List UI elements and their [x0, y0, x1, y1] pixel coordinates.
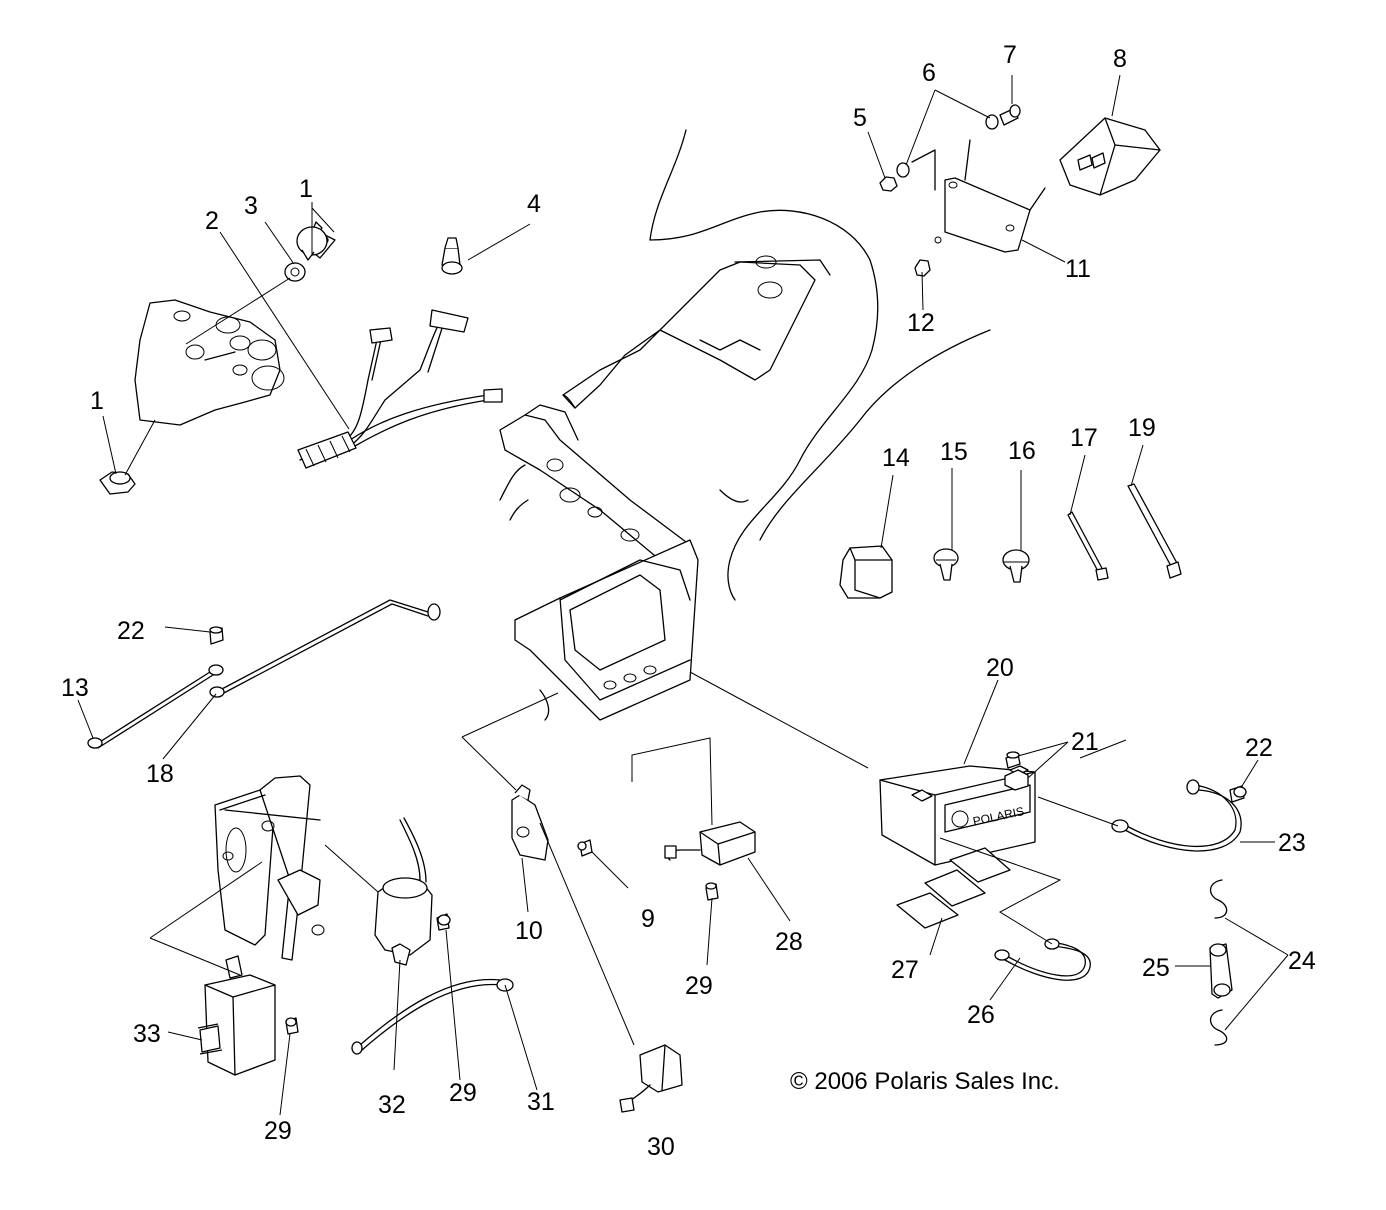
bulb-socket-1-upper [296, 221, 336, 261]
callout-30: 30 [647, 1133, 675, 1161]
bracket-11 [911, 139, 1046, 253]
washer-6-left [896, 162, 910, 178]
clip-15 [933, 548, 959, 581]
callout-11: 11 [1065, 255, 1091, 283]
callout-12: 12 [907, 309, 935, 337]
decals-27 [896, 847, 1011, 929]
screw-29-coil [436, 913, 451, 931]
callout-18: 18 [146, 760, 174, 788]
callout-19: 19 [1128, 414, 1156, 442]
rear-fender-outline [649, 129, 991, 601]
callout-1-left: 1 [90, 387, 104, 415]
callout-4: 4 [527, 190, 541, 218]
battery-20: POLARIS [879, 765, 1036, 866]
clip-14 [839, 545, 893, 599]
callout-23: 23 [1278, 829, 1306, 857]
ground-wire-18 [209, 599, 441, 698]
washer-3 [284, 262, 306, 282]
mount-bracket-33-upper [214, 775, 325, 961]
relay-8 [1059, 117, 1161, 196]
callout-2: 2 [205, 207, 219, 235]
callout-26: 26 [967, 1001, 995, 1029]
ignition-coil-32 [374, 817, 433, 966]
callout-21: 21 [1071, 728, 1099, 756]
leader-lines [77, 74, 1289, 1116]
battery-cable-26 [994, 938, 1091, 981]
screw-29-left [285, 1017, 299, 1035]
callout-6: 6 [922, 59, 936, 87]
wire-harness-2 [297, 309, 503, 469]
callout-27: 27 [891, 956, 919, 984]
callout-10: 10 [515, 917, 543, 945]
callout-29-coil: 29 [449, 1079, 477, 1107]
main-frame [499, 404, 699, 721]
cable-tie-19 [1127, 483, 1182, 579]
bracket-10 [511, 784, 549, 861]
callout-15: 15 [940, 438, 968, 466]
cdi-box-33 [197, 955, 276, 1076]
callout-labels: 1 2 3 1 4 5 6 7 8 11 12 14 15 16 17 19 2… [61, 41, 1316, 1161]
regulator-30 [619, 1044, 683, 1113]
bolt-22-left [209, 626, 224, 645]
cable-tie-17 [1067, 511, 1109, 581]
screw-9 [577, 839, 593, 857]
connector-4 [441, 237, 463, 275]
s-hooks-24 [1209, 879, 1228, 1046]
module-28 [664, 821, 756, 866]
bulb-1-lower [99, 471, 136, 495]
callout-14: 14 [882, 444, 910, 472]
ground-wire-13 [87, 664, 224, 749]
bolt-22-right [1229, 785, 1247, 803]
ground-wire-31 [351, 978, 514, 1055]
callout-29-middle: 29 [685, 972, 713, 1000]
callout-3: 3 [244, 192, 258, 220]
nut-12 [914, 259, 931, 277]
battery-hardware-21 [1004, 751, 1029, 791]
rear-subframe [562, 255, 831, 409]
callout-13: 13 [61, 674, 89, 702]
washer-6-right [985, 114, 999, 130]
callout-32: 32 [378, 1091, 406, 1119]
callout-28: 28 [775, 928, 803, 956]
callout-17: 17 [1070, 424, 1098, 452]
callout-22-right: 22 [1245, 734, 1273, 762]
callout-25: 25 [1142, 954, 1170, 982]
callout-29-left: 29 [264, 1117, 292, 1145]
clip-16 [1002, 549, 1030, 583]
callout-31: 31 [527, 1088, 555, 1116]
callout-1-top: 1 [299, 175, 313, 203]
bolt-7 [999, 104, 1021, 126]
battery-cable-23 [1111, 779, 1242, 852]
callout-20: 20 [986, 654, 1014, 682]
callout-24: 24 [1288, 947, 1316, 975]
callout-5: 5 [853, 104, 867, 132]
callout-7: 7 [1003, 41, 1017, 69]
nut-5 [879, 176, 898, 192]
callout-22-left: 22 [117, 617, 145, 645]
screw-29-middle [705, 882, 719, 901]
callout-8: 8 [1113, 45, 1127, 73]
callout-33: 33 [133, 1020, 161, 1048]
copyright-notice: © 2006 Polaris Sales Inc. [790, 1068, 1060, 1095]
strap-25 [1209, 943, 1233, 999]
headlight-pod [134, 299, 285, 426]
callout-16: 16 [1008, 437, 1036, 465]
callout-9: 9 [641, 905, 655, 933]
